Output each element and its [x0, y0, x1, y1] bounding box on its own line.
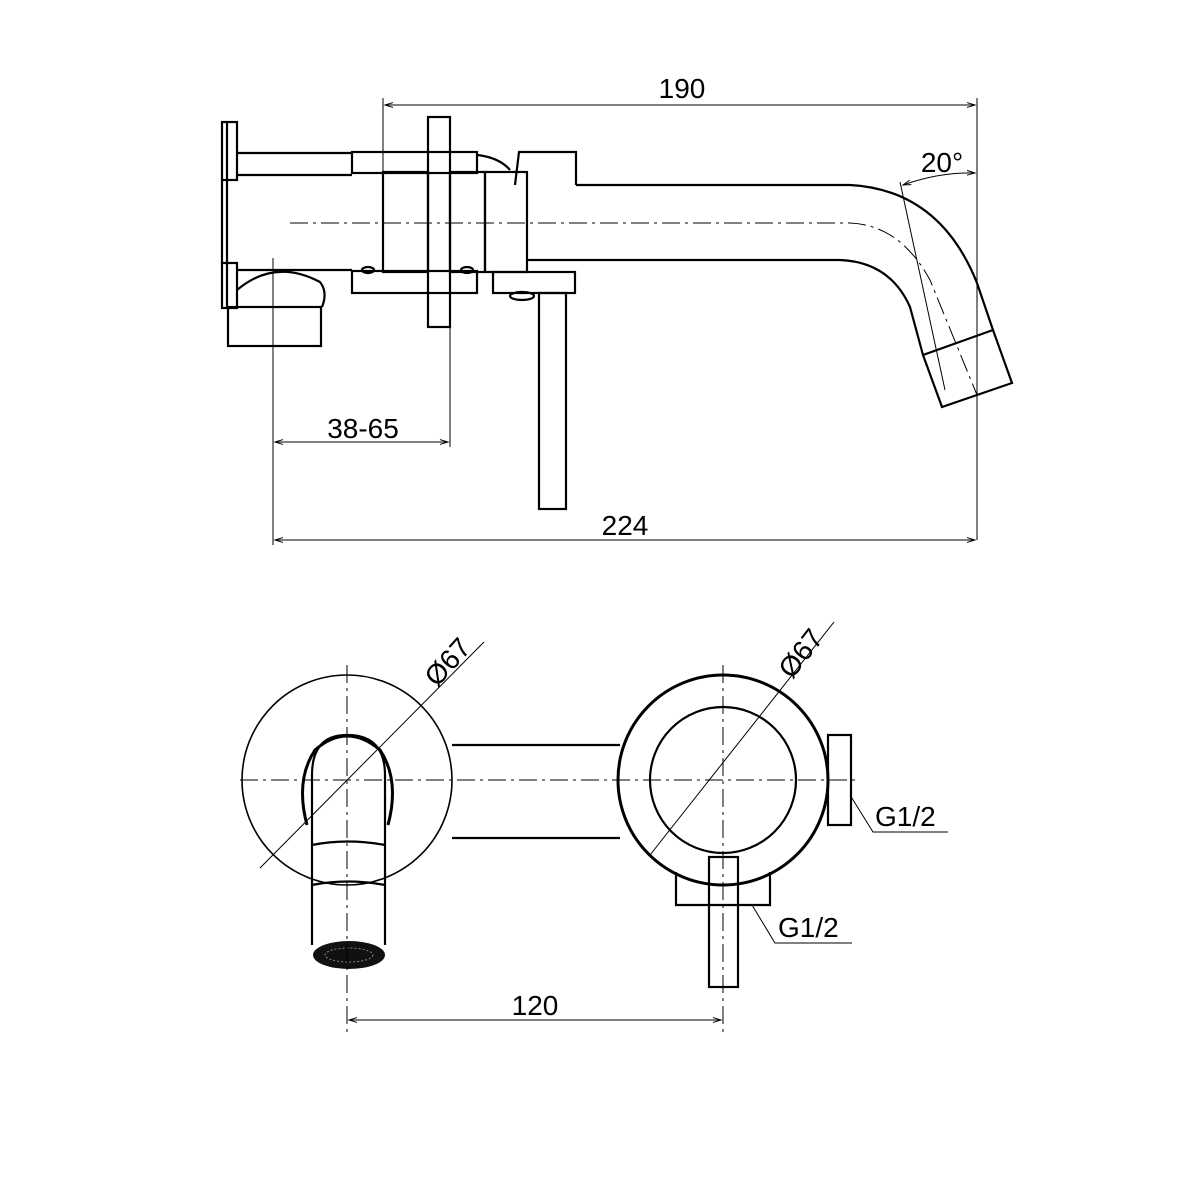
side-view: 190 20° 38-65 224: [220, 73, 1014, 545]
aerator-icon: [313, 941, 385, 969]
dim-label-224: 224: [602, 510, 649, 541]
connecting-body: [452, 743, 620, 840]
front-view: Ø67 Ø67 G1/2 G1/2 120: [240, 621, 948, 1035]
dim-label-120: 120: [512, 990, 559, 1021]
mixer-body: [237, 150, 578, 302]
diameter-label-left: Ø67: [418, 632, 476, 692]
lever-handle: [537, 291, 568, 511]
side-connection: [826, 733, 853, 827]
centerline: [290, 222, 978, 396]
wall-box: [226, 268, 352, 348]
diameter-label-right: Ø67: [772, 623, 829, 684]
dim-label-38-65: 38-65: [327, 413, 399, 444]
connection-label-bottom: G1/2: [778, 912, 839, 943]
angle-label-20: 20°: [921, 147, 963, 178]
angle-arc: [901, 169, 977, 186]
wall-flange: [426, 115, 452, 329]
dim-label-190: 190: [659, 73, 706, 104]
connection-label-side: G1/2: [875, 801, 936, 832]
spout: [527, 183, 1014, 409]
wall-plate: [220, 120, 239, 310]
